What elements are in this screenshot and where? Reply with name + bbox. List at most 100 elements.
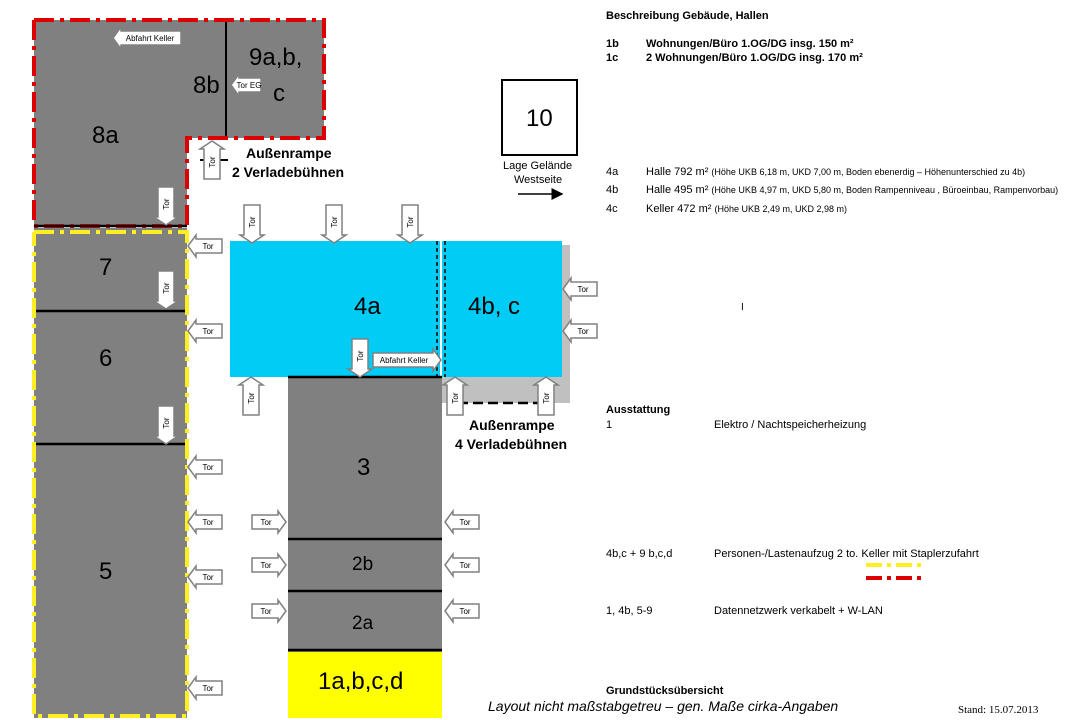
arrow-tor-6-right: Tor: [187, 317, 223, 345]
info-key: 1c: [606, 52, 619, 64]
equip-row-2: 4b,c + 9 b,c,d Personen-/Lastenaufzug 2 …: [606, 548, 979, 560]
arrow-label: Tor: [577, 327, 588, 336]
ramp-top-subtitle: 2 Verladebühnen: [232, 164, 345, 180]
info-detail: (Höhe UKB 6,18 m, UKD 7,00 m, Boden eben…: [711, 167, 1026, 177]
box-10: [501, 79, 578, 156]
arrow-label: Tor: [260, 518, 271, 527]
arrow-tor-2b-right: Tor: [444, 551, 480, 579]
building-1abcd: [288, 652, 442, 718]
arrow-label: Tor: [202, 684, 213, 693]
arrow-label: Abfahrt Keller: [380, 356, 429, 365]
hall-4bc: [442, 241, 562, 377]
arrow-label: Tor: [406, 216, 415, 227]
building-765: [34, 228, 187, 718]
label-1abcd: 1a,b,c,d: [318, 668, 404, 695]
label-6: 6: [99, 345, 113, 372]
arrow-label: Tor: [542, 392, 551, 403]
info-row-1c: 1c 2 Wohnungen/Büro 1.OG/DG insg. 170 m²: [606, 52, 863, 64]
arrow-tor-4a-top-3: Tor: [395, 204, 425, 244]
arrow-label: Tor: [459, 607, 470, 616]
arrow-tor-4bc-right-2: Tor: [562, 317, 598, 345]
label-7: 7: [99, 254, 113, 281]
info-main: Halle 495 m²: [646, 184, 709, 196]
arrow-tor-8a-down: Tor: [151, 186, 181, 226]
info-key: 1b: [606, 38, 619, 50]
arrow-label: Tor: [202, 573, 213, 582]
label-3: 3: [357, 454, 371, 481]
arrow-tor-2a-left: Tor: [251, 597, 287, 625]
arrow-label: Tor: [162, 417, 171, 428]
arrow-label: Tor: [459, 561, 470, 570]
yellow-dash-outline: [32, 230, 189, 718]
arrow-tor-2a-right: Tor: [444, 597, 480, 625]
label-8a: 8a: [92, 122, 119, 149]
arrow-tor-4a-bottom: Tor: [236, 376, 266, 416]
cursor-mark: I: [741, 302, 744, 313]
equip-key: 1: [606, 419, 613, 431]
ramp-bottom-subtitle: 4 Verladebühnen: [455, 436, 568, 452]
arrow-label: Tor: [247, 392, 256, 403]
arrow-label: Tor: [260, 561, 271, 570]
arrow-abfahrt-keller-8a: Abfahrt Keller: [112, 24, 182, 52]
arrow-label: Tor: [202, 327, 213, 336]
arrow-tor-5-right-3: Tor: [187, 563, 223, 591]
label-4a: 4a: [354, 293, 381, 320]
arrow-label: Tor: [202, 242, 213, 251]
equip-text: Datennetzwerk verkabelt + W-LAN: [714, 605, 883, 617]
arrow-tor-5-right-4: Tor: [187, 674, 223, 702]
arrow-tor-7-down: Tor: [151, 270, 181, 310]
info-detail: (Höhe UKB 2,49 m, UKD 2,98 m): [714, 204, 848, 214]
arrow-tor-2b-left: Tor: [251, 551, 287, 579]
info-key: 4b: [606, 184, 619, 196]
arrow-label: Tor: [248, 216, 257, 227]
caption: Layout nicht maßstabgetreu – gen. Maße c…: [488, 698, 839, 714]
equip-row-3: 1, 4b, 5-9 Datennetzwerk verkabelt + W-L…: [606, 605, 883, 617]
arrow-tor-4bc-bottom-1: Tor: [440, 376, 470, 416]
arrow-tor-eg-8b: Tor EG: [230, 71, 262, 99]
arrow-label: Tor: [356, 350, 365, 361]
info-key: 4c: [606, 203, 618, 215]
building-3-2: [288, 377, 442, 652]
label-10: 10: [526, 105, 553, 132]
arrow-label: Tor EG: [237, 81, 262, 90]
grundstueck-title: Grundstücksübersicht: [606, 685, 724, 697]
info-main: Halle 792 m²: [646, 166, 709, 178]
arrow-tor-ramp-8a: Tor: [197, 140, 227, 180]
info-key: 4a: [606, 166, 619, 178]
arrow-tor-6-down: Tor: [151, 405, 181, 445]
ramp-bottom-title: Außenrampe: [469, 417, 555, 433]
label-5: 5: [99, 558, 113, 585]
info-row-4b: 4b Halle 495 m² (Höhe UKB 4,97 m, UKD 5,…: [606, 184, 1058, 196]
equip-text: Elektro / Nachtspeicherheizung: [714, 419, 867, 431]
stand-date: Stand: 15.07.2013: [958, 704, 1039, 716]
arrow-tor-4a-top-1: Tor: [237, 204, 267, 244]
arrow-label: Tor: [260, 607, 271, 616]
arrow-label: Abfahrt Keller: [126, 34, 175, 43]
arrow-tor-3-right: Tor: [444, 508, 480, 536]
arrow-tor-3-left: Tor: [251, 508, 287, 536]
info-detail: (Höhe UKB 4,97 m, UKD 5,80 m, Boden Ramp…: [711, 185, 1059, 195]
arrow-label: Tor: [451, 392, 460, 403]
building-8a: [34, 20, 324, 226]
label-2b: 2b: [352, 554, 374, 575]
equip-key: 4b,c + 9 b,c,d: [606, 548, 673, 560]
arrow-label: Tor: [162, 198, 171, 209]
equip-key: 1, 4b, 5-9: [606, 605, 653, 617]
info-text: 2 Wohnungen/Büro 1.OG/DG insg. 170 m²: [646, 52, 863, 64]
arrow-tor-4a-top-2: Tor: [319, 204, 349, 244]
label-4bc: 4b, c: [468, 293, 521, 320]
ramp-top-title: Außenrampe: [246, 145, 332, 161]
info-row-1b: 1b Wohnungen/Büro 1.OG/DG insg. 150 m²: [606, 38, 854, 50]
arrow-tor-4a-inner: Tor: [345, 338, 375, 378]
label-9abc-1: 9a,b,: [249, 44, 303, 71]
info-text: Wohnungen/Büro 1.OG/DG insg. 150 m²: [646, 38, 854, 50]
info-row-4c: 4c Keller 472 m² (Höhe UKB 2,49 m, UKD 2…: [606, 203, 847, 215]
arrow-label: Tor: [202, 518, 213, 527]
equip-row-1: 1 Elektro / Nachtspeicherheizung: [606, 419, 866, 431]
arrow-tor-4bc-bottom-2: Tor: [531, 376, 561, 416]
ausstattung-title: Ausstattung: [606, 404, 671, 416]
arrow-tor-5-right-2: Tor: [187, 508, 223, 536]
info-title: Beschreibung Gebäude, Hallen: [606, 10, 769, 22]
lage-text-1: Lage Gelände: [503, 160, 573, 172]
